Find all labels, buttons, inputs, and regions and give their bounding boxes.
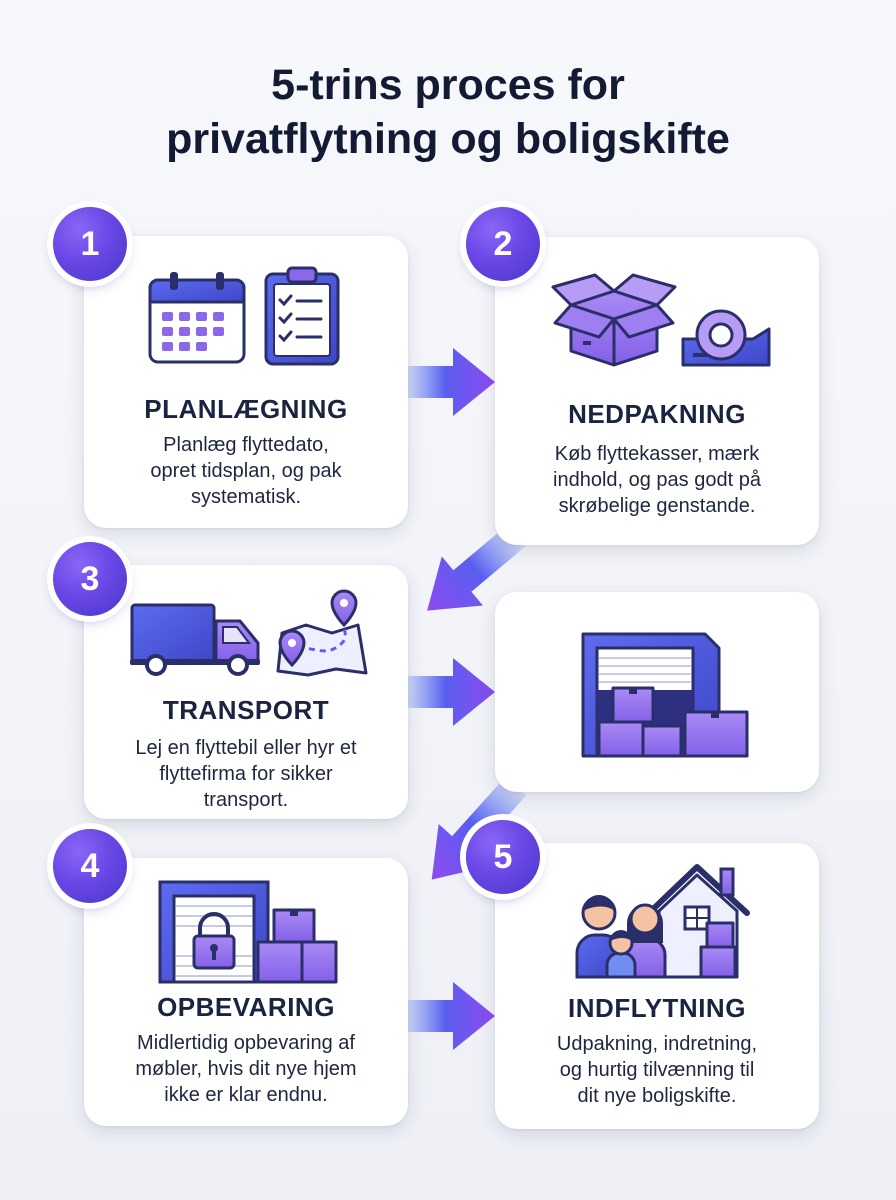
step-2-desc-line: Køb flyttekasser, mærk	[554, 443, 760, 465]
step-2-heading: NEDPAKNING	[568, 399, 746, 429]
step-2-desc-line: indhold, og pas godt på	[553, 469, 761, 491]
step-3-desc-line: transport.	[203, 789, 289, 811]
step-card-4: OPBEVARING Midlertidig opbevaring af møb…	[84, 858, 408, 1126]
step-1-heading: PLANLÆGNING	[144, 394, 348, 424]
step-badge-2: 2	[466, 207, 540, 281]
step-5-description: Udpakning, indretning, og hurtig tilvænn…	[495, 1031, 819, 1109]
step-card-1: PLANLÆGNING Planlæg flyttedato, opret ti…	[84, 236, 408, 528]
step-5-desc-line: og hurtig tilvænning til	[559, 1059, 755, 1081]
arrow-1-to-2	[405, 348, 495, 416]
step-2-desc-line: skrøbelige genstande.	[558, 495, 756, 517]
step-4-desc-line: Midlertidig opbevaring af	[137, 1032, 355, 1054]
storage-illustration-card	[495, 592, 819, 792]
step-5-heading: INDFLYTNING	[568, 993, 746, 1023]
step-badge-1: 1	[53, 207, 127, 281]
family-icon	[575, 895, 667, 979]
calendar-icon	[148, 272, 246, 364]
arrow-3-to-storage	[405, 658, 495, 726]
step-badge-3: 3	[53, 542, 127, 616]
step-card-3: TRANSPORT Lej en flyttebil eller hyr et …	[84, 565, 408, 819]
step-4-description: Midlertidig opbevaring af møbler, hvis d…	[84, 1030, 408, 1108]
step-3-heading: TRANSPORT	[162, 695, 330, 725]
truck-icon	[130, 603, 260, 676]
step-card-2: NEDPAKNING Køb flyttekasser, mærk indhol…	[495, 237, 819, 545]
step-card-5: INDFLYTNING Udpakning, indretning, og hu…	[495, 843, 819, 1129]
page-title: 5-trins proces for privatflytning og bol…	[0, 58, 896, 166]
step-3-desc-line: Lej en flyttebil eller hyr et	[135, 737, 357, 759]
arrow-4-to-5	[405, 982, 495, 1050]
step-2-description: Køb flyttekasser, mærk indhold, og pas g…	[495, 441, 819, 519]
step-badge-4: 4	[53, 829, 127, 903]
title-line-1: 5-trins proces for	[271, 61, 625, 109]
checklist-icon	[264, 266, 340, 366]
step-3-desc-line: flyttefirma for sikker	[159, 763, 333, 785]
step-5-desc-line: Udpakning, indretning,	[556, 1033, 758, 1055]
step-1-description: Planlæg flyttedato, opret tidsplan, og p…	[84, 432, 408, 510]
tape-dispenser-icon	[681, 309, 771, 367]
open-box-icon	[551, 273, 677, 367]
step-3-description: Lej en flyttebil eller hyr et flyttefirm…	[84, 735, 408, 813]
step-1-desc-line: opret tidsplan, og pak	[150, 460, 342, 482]
house-icon	[646, 864, 750, 979]
map-route-icon	[276, 589, 368, 677]
locked-storage-icon	[158, 880, 338, 984]
title-line-2: privatflytning og boligskifte	[166, 115, 730, 163]
step-badge-5: 5	[466, 820, 540, 894]
storage-unit-icon	[581, 632, 749, 758]
arrow-2-to-3	[427, 525, 525, 611]
step-5-desc-line: dit nye boligskifte.	[577, 1085, 737, 1107]
step-1-desc-line: systematisk.	[190, 486, 302, 508]
step-4-desc-line: ikke er klar endnu.	[164, 1084, 328, 1106]
step-4-desc-line: møbler, hvis dit nye hjem	[135, 1058, 357, 1080]
step-4-heading: OPBEVARING	[157, 992, 335, 1022]
step-1-desc-line: Planlæg flyttedato,	[163, 434, 329, 456]
